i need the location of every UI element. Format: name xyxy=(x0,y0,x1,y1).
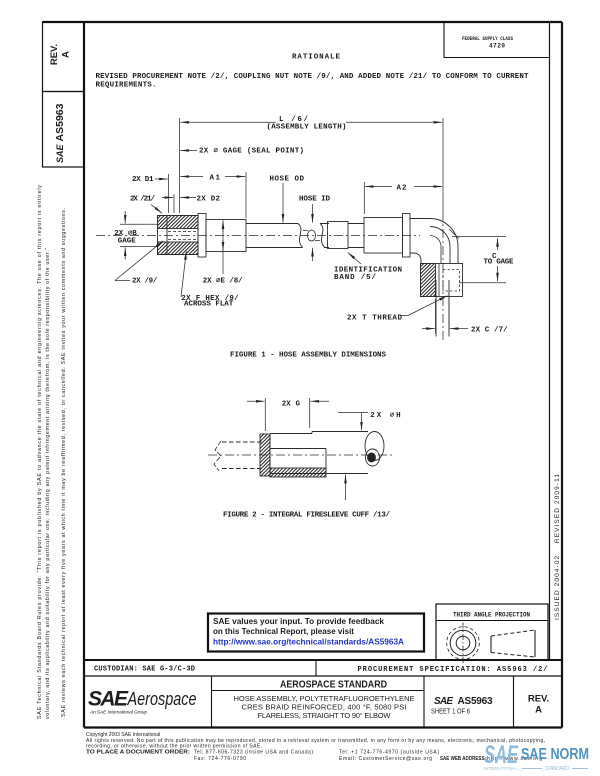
svg-text:SAE reviews each technical rep: SAE reviews each technical report at lea… xyxy=(61,208,67,717)
svg-text:SAE: SAE xyxy=(434,696,453,707)
svg-text:PROCUREMENT SPECIFICATION: AS5: PROCUREMENT SPECIFICATION: AS5963 /2/ xyxy=(358,666,548,674)
svg-text:TO GAGE: TO GAGE xyxy=(484,259,514,267)
svg-text:A2: A2 xyxy=(397,185,407,193)
svg-text:(ASSEMBLY LENGTH): (ASSEMBLY LENGTH) xyxy=(267,124,347,132)
svg-text:A: A xyxy=(535,705,542,716)
svg-text:SAE WEB ADDRESS:: SAE WEB ADDRESS: xyxy=(440,756,486,762)
svg-text:GAGE: GAGE xyxy=(118,238,136,246)
svg-text:THIRD ANGLE PROJECTION: THIRD ANGLE PROJECTION xyxy=(453,612,530,619)
svg-text:2X ∅E /8/: 2X ∅E /8/ xyxy=(203,278,243,286)
svg-text:FLARELESS, STRAIGHT TO 90° ELB: FLARELESS, STRAIGHT TO 90° ELBOW xyxy=(258,711,392,720)
svg-text:SAE NORM: SAE NORM xyxy=(521,746,589,763)
svg-text:recording, or otherwise, witho: recording, or otherwise, without the pri… xyxy=(86,744,262,750)
svg-text:on this Technical Report, plea: on this Technical Report, please visit xyxy=(213,627,354,636)
svg-text:C: C xyxy=(492,253,497,261)
svg-text:Fax: 724-776-0790: Fax: 724-776-0790 xyxy=(194,756,246,762)
svg-text:2X /21/: 2X /21/ xyxy=(130,196,155,204)
svg-text:INTERNATIONAL...: INTERNATIONAL... xyxy=(484,766,520,771)
svg-text:REV.: REV. xyxy=(528,694,549,705)
svg-text:A1: A1 xyxy=(210,175,221,183)
svg-text:2X G: 2X G xyxy=(282,401,301,409)
svg-text:http://www.sae.org/technical/s: http://www.sae.org/technical/standards/A… xyxy=(213,638,404,647)
svg-text:FEDERAL SUPPLY CLASS: FEDERAL SUPPLY CLASS xyxy=(462,35,514,42)
svg-text:SAE: SAE xyxy=(88,688,129,711)
svg-text:REV.: REV. xyxy=(49,44,60,65)
svg-text:2X /9/: 2X /9/ xyxy=(132,278,158,286)
svg-text:Copyright 2003 SAE Internation: Copyright 2003 SAE International xyxy=(86,732,160,738)
svg-text:All rights reserved. No part o: All rights reserved. No part of this pub… xyxy=(86,738,545,744)
svg-text:2X C /7/: 2X C /7/ xyxy=(471,327,508,335)
svg-text:REVISED PROCUREMENT NOTE /2/,: REVISED PROCUREMENT NOTE /2/, COUPLING N… xyxy=(96,73,529,81)
svg-text:RATIONALE: RATIONALE xyxy=(292,54,340,62)
svg-text:SHEET 1 OF 6: SHEET 1 OF 6 xyxy=(431,709,470,716)
svg-text:SAEAS5963: SAEAS5963 xyxy=(54,103,66,163)
svg-text:Tel: +1 724-776-4970 (outside: Tel: +1 724-776-4970 (outside USA) xyxy=(339,750,439,756)
svg-text:CUSTODIAN: SAE G-3/C-3D: CUSTODIAN: SAE G-3/C-3D xyxy=(94,666,195,674)
svg-text:2X ∅B: 2X ∅B xyxy=(114,230,137,238)
svg-text:SAE: SAE xyxy=(484,741,519,769)
svg-text:HOSE ID: HOSE ID xyxy=(299,196,330,204)
svg-text:2X F HEX /9/: 2X F HEX /9/ xyxy=(181,295,239,303)
svg-text:ACROSS FLAT: ACROSS FLAT xyxy=(184,301,234,309)
svg-text:Aerospace: Aerospace xyxy=(127,689,197,709)
svg-text:HOSE OD: HOSE OD xyxy=(270,176,305,184)
svg-text:4720: 4720 xyxy=(489,43,505,50)
svg-text:AEROSPACE STANDARD: AEROSPACE STANDARD xyxy=(280,680,387,691)
svg-text:REQUIREMENTS.: REQUIREMENTS. xyxy=(96,82,157,90)
svg-text:http://www.sae.org: http://www.sae.org xyxy=(487,756,542,762)
svg-text:CRES BRAID REINFORCED, 400 °F,: CRES BRAID REINFORCED, 400 °F, 5080 PSI xyxy=(242,703,407,712)
svg-text:BAND /5/: BAND /5/ xyxy=(334,274,376,282)
svg-text:IDENTIFICATION: IDENTIFICATION xyxy=(334,267,402,275)
svg-text:2X ∅ GAGE (SEAL POINT): 2X ∅ GAGE (SEAL POINT) xyxy=(199,148,304,156)
svg-text:STANDARD: STANDARD xyxy=(545,766,569,772)
svg-text:2X T THREAD: 2X T THREAD xyxy=(347,315,402,323)
svg-text:AS5963: AS5963 xyxy=(458,696,493,707)
svg-text:ISSUED 2004-02 REVISED 2009: ISSUED 2004-02 REVISED 2009-11 xyxy=(554,474,561,620)
svg-text:A: A xyxy=(61,51,72,58)
svg-text:L /6/: L /6/ xyxy=(279,116,308,124)
svg-text:SAE Technical Standards Board: SAE Technical Standards Board Rules prov… xyxy=(37,185,43,719)
svg-text:HOSE ASSEMBLY, POLYTETRAFLUORO: HOSE ASSEMBLY, POLYTETRAFLUOROETHYLENE xyxy=(234,694,415,703)
svg-text:2X D2: 2X D2 xyxy=(197,196,221,204)
svg-text:2X ∅H: 2X ∅H xyxy=(370,412,400,420)
svg-text:TO PLACE A DOCUMENT ORDER:: TO PLACE A DOCUMENT ORDER: xyxy=(86,750,190,756)
svg-text:Email: CustomerService@sae.org: Email: CustomerService@sae.org xyxy=(339,756,432,762)
svg-text:FIGURE 1 - HOSE ASSEMBLY DIMEN: FIGURE 1 - HOSE ASSEMBLY DIMENSIONS xyxy=(230,352,386,360)
svg-text:An SAE International Group: An SAE International Group xyxy=(89,710,147,716)
svg-text:2X D1: 2X D1 xyxy=(132,176,154,184)
svg-text:voluntary, and its applicabili: voluntary, and its applicability and sui… xyxy=(45,248,51,719)
svg-text:SAE values your input. To prov: SAE values your input. To provide feedba… xyxy=(213,617,385,626)
svg-text:Tel: 877-606-7323 (inside USA: Tel: 877-606-7323 (inside USA and Canada… xyxy=(194,750,313,756)
svg-text:FIGURE 2 - INTEGRAL FIRESLEEVE: FIGURE 2 - INTEGRAL FIRESLEEVE CUFF /13/ xyxy=(223,512,390,520)
